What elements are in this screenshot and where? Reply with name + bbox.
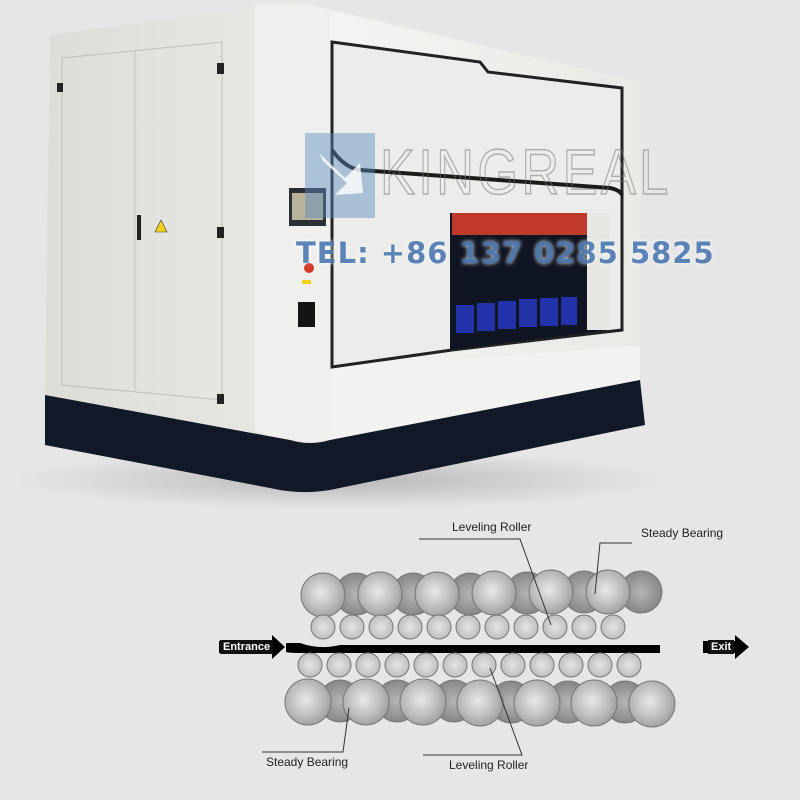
machine-base <box>45 380 645 493</box>
control-box <box>298 302 315 327</box>
machine-photo <box>10 3 670 510</box>
emergency-stop-button <box>304 263 314 273</box>
label-leveling-roller-top: Leveling Roller <box>452 520 532 534</box>
label-steady-bearing-bottom: Steady Bearing <box>266 755 349 769</box>
steel-strip <box>286 643 660 653</box>
leveling-diagram <box>219 538 749 756</box>
warning-sticker-icon <box>154 219 168 233</box>
door-handle <box>137 215 141 240</box>
entrance-label: Entrance <box>220 640 274 654</box>
machine-side-panel <box>45 5 290 440</box>
watermark-phone: TEL: +86 137 0285 5825 <box>296 236 715 270</box>
kingreal-logo-icon <box>305 133 375 218</box>
label-leveling-roller-bottom: Leveling Roller <box>449 758 529 772</box>
exit-label: Exit <box>708 640 735 654</box>
watermark-brand: KINGREAL <box>379 135 672 208</box>
label-steady-bearing-top: Steady Bearing <box>641 526 724 540</box>
roller-drives <box>456 297 577 333</box>
